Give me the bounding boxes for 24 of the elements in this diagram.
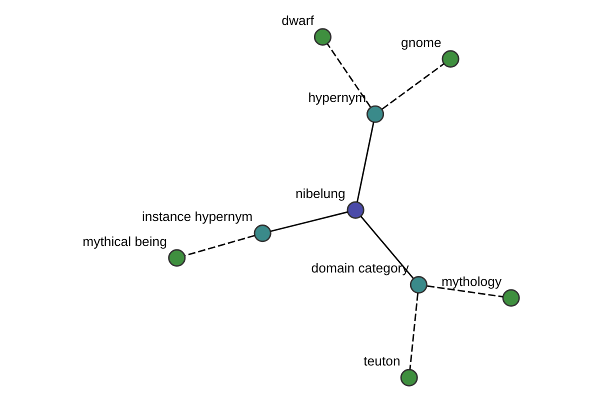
node-label: hypernym — [308, 90, 366, 105]
node-circle — [254, 224, 272, 242]
node-circle — [366, 105, 384, 123]
node-label: nibelung — [295, 186, 346, 201]
connector — [184, 234, 255, 256]
node-circle — [346, 201, 364, 219]
node-label: instance hypernym — [142, 209, 253, 224]
node-circle — [168, 249, 186, 267]
node-circle — [314, 28, 332, 46]
node-label: dwarf — [282, 12, 314, 28]
node-label: mythology — [441, 274, 502, 289]
connector — [409, 293, 419, 370]
node-circle — [442, 50, 460, 68]
node-circle — [400, 368, 418, 386]
node-label: gnome — [401, 34, 442, 50]
connector — [382, 63, 444, 110]
connector — [326, 43, 372, 108]
node-circle — [410, 276, 428, 294]
node-label: mythical being — [82, 234, 167, 249]
node-label: teuton — [364, 354, 400, 369]
connector — [270, 211, 348, 232]
node-circle — [502, 289, 520, 307]
connector — [356, 122, 374, 202]
connector — [427, 285, 503, 298]
